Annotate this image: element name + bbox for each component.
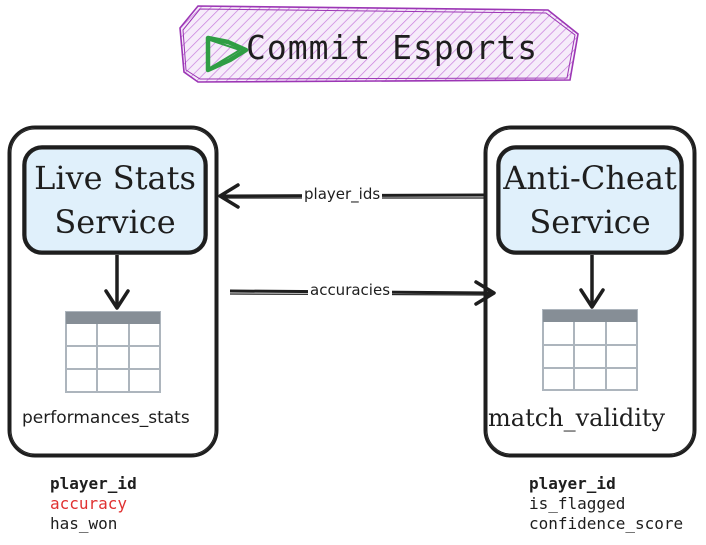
anti-cheat-service-line2: Service: [529, 203, 651, 241]
left-field-accuracy: accuracy: [50, 494, 128, 513]
right-field-list: player_id is_flagged confidence_score: [529, 474, 683, 534]
match-validity-table-icon: [542, 309, 638, 391]
live-stats-service-box: [22, 145, 208, 255]
performances-stats-table-icon: [65, 311, 161, 393]
live-stats-service-line2: Service: [54, 203, 176, 241]
anti-cheat-service-label: Anti-Cheat Service: [494, 156, 686, 244]
anti-cheat-service-line1: Anti-Cheat: [503, 159, 677, 197]
right-field-is-flagged: is_flagged: [529, 494, 626, 513]
player-ids-edge-label: player_ids: [302, 185, 383, 203]
accuracies-edge-label: accuracies: [308, 281, 393, 299]
right-field-player-id: player_id: [529, 474, 616, 493]
left-field-list: player_id accuracy has_won: [50, 474, 137, 534]
anti-cheat-down-arrow: [579, 255, 605, 309]
logo-icon: [205, 35, 249, 73]
live-stats-down-arrow: [104, 255, 130, 310]
anti-cheat-service-box: [496, 145, 684, 255]
left-field-player-id: player_id: [50, 474, 137, 493]
live-stats-service-label: Live Stats Service: [20, 156, 210, 244]
left-field-has-won: has_won: [50, 514, 118, 533]
title-banner: [179, 5, 579, 83]
match-validity-label: match_validity: [488, 404, 666, 432]
live-stats-service-line1: Live Stats: [34, 159, 196, 197]
performances-stats-label: performances_stats: [22, 408, 190, 428]
page-title: Commit Esports: [246, 28, 539, 67]
right-field-confidence-score: confidence_score: [529, 514, 684, 533]
